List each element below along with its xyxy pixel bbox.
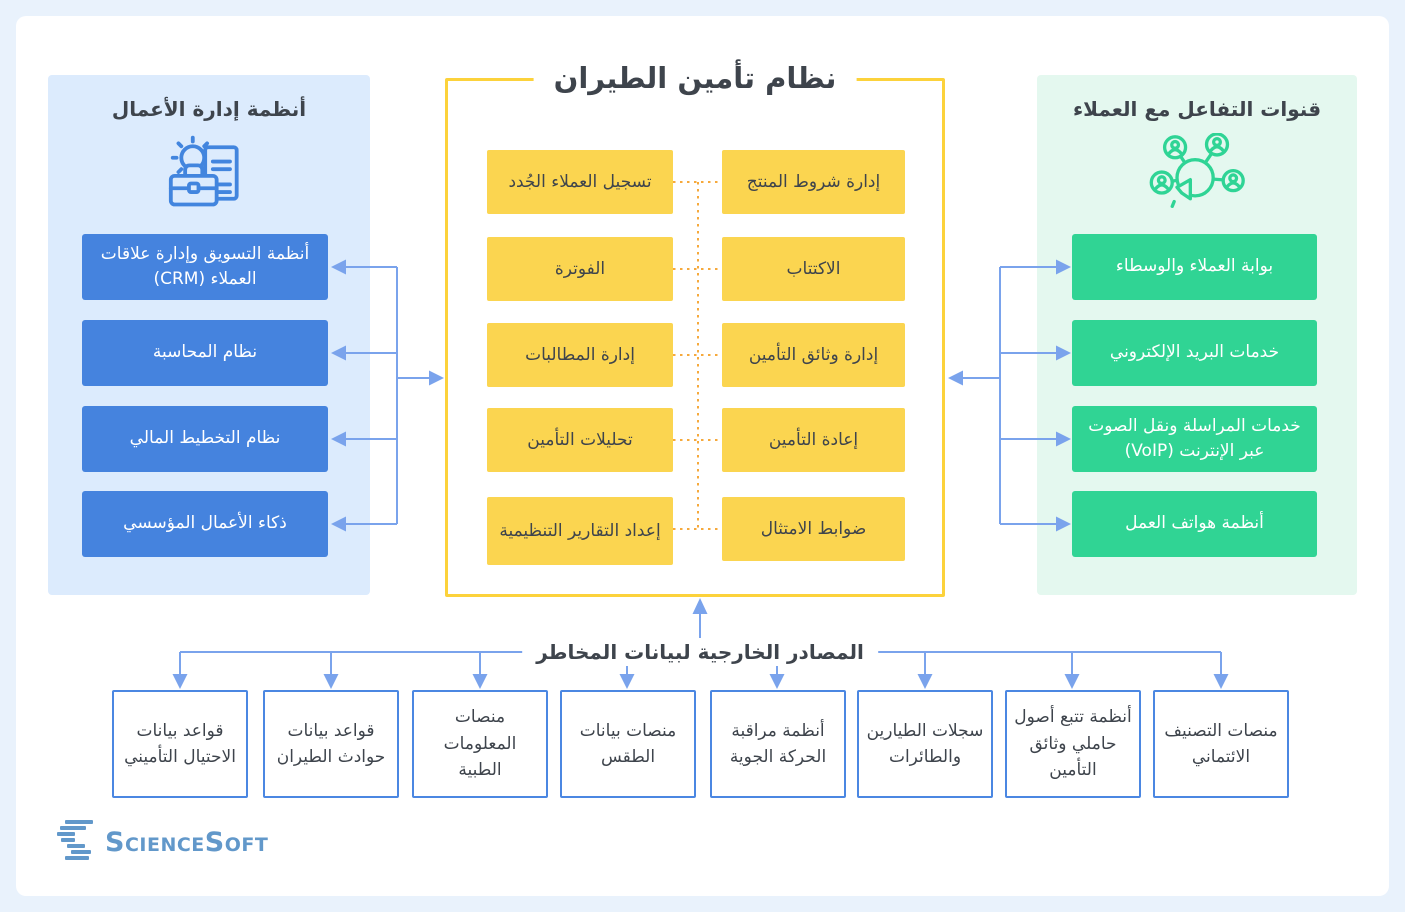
insurance-module-box: إدارة شروط المنتج [722,150,905,214]
customer-channel-box: خدمات البريد الإلكتروني [1072,320,1317,386]
sciencesoft-logo: SCIENCESOFT [55,820,268,864]
business-systems-title: أنظمة إدارة الأعمال [111,97,307,121]
business-management-icon [167,133,251,217]
insurance-module-box: إعداد التقارير التنظيمية [487,497,673,565]
customer-channel-box: خدمات المراسلة ونقل الصوت عبر الإنترنت (… [1072,406,1317,472]
sciencesoft-logo-icon [57,820,93,860]
customer-channels-title: قنوات التفاعل مع العملاء [1072,97,1322,121]
external-source-box: قواعد بيانات حوادث الطيران [263,690,399,798]
insurance-module-box: الفوترة [487,237,673,301]
external-source-box: أنظمة تتبع أصول حاملي وثائق التأمين [1005,690,1141,798]
insurance-module-box: إدارة المطالبات [487,323,673,387]
external-source-box: أنظمة مراقبة الحركة الجوية [710,690,846,798]
business-system-box: ذكاء الأعمال المؤسسي [82,491,328,557]
business-system-box: نظام المحاسبة [82,320,328,386]
sciencesoft-logo-text: SCIENCESOFT [105,826,269,858]
insurance-module-box: ضوابط الامتثال [722,497,905,561]
diagram-title: نظام تأمين الطيران [533,59,857,97]
insurance-module-box: تحليلات التأمين [487,408,673,472]
business-system-box: نظام التخطيط المالي [82,406,328,472]
insurance-module-box: إدارة وثائق التأمين [722,323,905,387]
external-source-box: قواعد بيانات الاحتيال التأميني [112,690,248,798]
customer-network-icon [1149,132,1245,217]
external-source-box: منصات التصنيف الائتماني [1153,690,1289,798]
insurance-module-box: الاكتتاب [722,237,905,301]
external-source-box: سجلات الطيارين والطائرات [857,690,993,798]
insurance-module-box: تسجيل العملاء الجُدد [487,150,673,214]
business-system-box: أنظمة التسويق وإدارة علاقات العملاء (CRM… [82,234,328,300]
insurance-module-box: إعادة التأمين [722,408,905,472]
external-sources-label: المصادر الخارجية لبيانات المخاطر [522,638,878,666]
external-source-box: منصات المعلومات الطبية [412,690,548,798]
customer-channel-box: أنظمة هواتف العمل [1072,491,1317,557]
customer-channel-box: بوابة العملاء والوسطاء [1072,234,1317,300]
external-source-box: منصات بيانات الطقس [560,690,696,798]
